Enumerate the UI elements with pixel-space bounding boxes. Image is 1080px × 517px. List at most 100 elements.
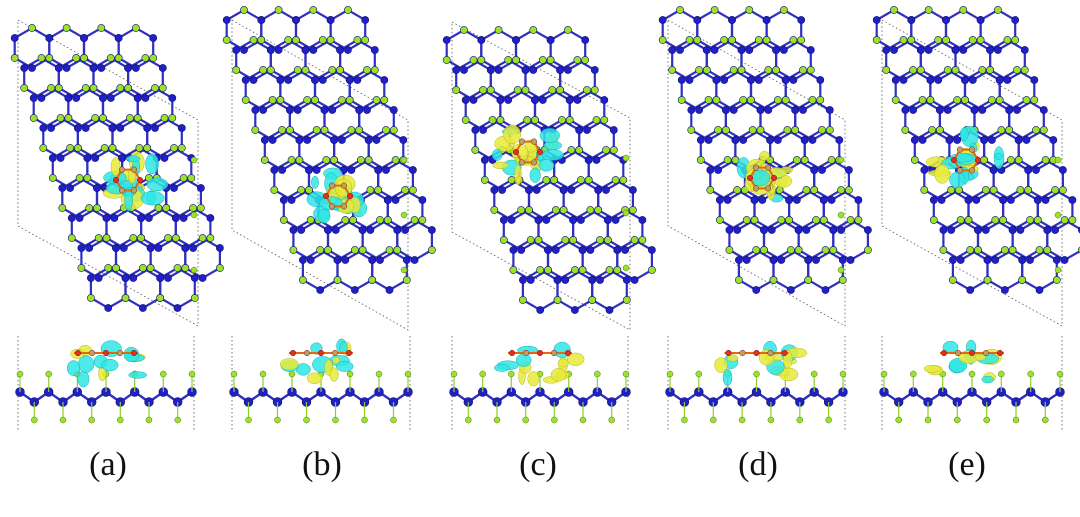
substrate-atom	[45, 34, 54, 42]
substrate-atom	[80, 34, 88, 42]
dopant-atom	[1008, 246, 1017, 254]
substrate-atom	[600, 96, 609, 104]
hexagon-ring	[803, 128, 841, 172]
dopant-atom	[1051, 186, 1059, 194]
substrate-atom	[720, 76, 729, 84]
hexagon-ring	[832, 218, 870, 262]
substrate-atom	[118, 154, 126, 162]
hexagon-ring	[562, 178, 600, 222]
dopant-atom	[710, 6, 719, 14]
substrate-atom	[131, 64, 140, 72]
oxygen-atom	[74, 349, 82, 357]
substrate-atom	[526, 276, 535, 284]
charge-accumulation-lobe	[566, 352, 585, 366]
substrate-atom	[121, 274, 130, 282]
dopant-atom	[1027, 370, 1034, 378]
dopant-atom	[370, 66, 379, 74]
dopant-atom	[920, 186, 929, 194]
substrate-atom	[452, 66, 461, 74]
substrate-atom	[160, 154, 169, 162]
substrate-atom	[75, 214, 84, 222]
adsorbed-molecule	[322, 182, 354, 210]
substrate-atom	[605, 306, 614, 314]
substrate-atom	[758, 196, 767, 204]
dopant-atom	[687, 126, 696, 134]
substrate-atom	[687, 106, 696, 114]
dopant-atom	[177, 144, 186, 152]
dopant-atom	[102, 234, 111, 242]
substrate-atom	[292, 16, 300, 24]
dopant-atom	[609, 146, 618, 154]
dopant-atom	[791, 126, 800, 134]
dopant-atom	[666, 370, 674, 378]
dopant-atom	[619, 176, 628, 184]
substrate-atom	[1014, 136, 1023, 144]
substrate-atom	[774, 136, 782, 144]
dopant-atom	[149, 54, 158, 62]
oxygen-atom	[112, 176, 120, 184]
dopant-atom	[1054, 211, 1062, 219]
hexagon-ring	[42, 116, 80, 160]
dopant-atom	[578, 266, 587, 274]
dopant-atom	[135, 144, 144, 152]
hexagon-ring	[146, 116, 183, 160]
substrate-atom	[983, 256, 992, 264]
dopant-atom	[918, 96, 927, 104]
dopant-atom	[966, 246, 975, 254]
charge-depletion-lobe	[335, 361, 354, 372]
dopant-atom	[190, 266, 198, 274]
hexagon-ring	[527, 178, 565, 222]
dopant-atom	[158, 84, 167, 92]
hexagon-ring	[942, 218, 980, 262]
charge-accumulation-lobe	[759, 151, 770, 161]
dopant-atom	[100, 144, 109, 152]
substrate-atom	[337, 136, 346, 144]
substrate-atom	[504, 96, 513, 104]
substrate-atom	[376, 256, 384, 264]
substrate-atom	[312, 166, 321, 174]
dopant-atom	[546, 56, 555, 64]
dopant-atom	[522, 416, 529, 424]
substrate-atom	[989, 166, 998, 174]
substrate-atom	[442, 36, 451, 44]
charge-depletion-lobe	[77, 370, 90, 388]
dopant-atom	[106, 54, 115, 62]
hexagon-ring	[765, 8, 803, 52]
hexagon-ring	[480, 28, 518, 72]
substrate-atom	[177, 124, 186, 132]
dopant-atom	[1054, 156, 1062, 164]
substrate-atom	[630, 276, 639, 284]
dopant-atom	[676, 6, 684, 14]
dopant-atom	[358, 246, 367, 254]
dopant-atom	[583, 86, 591, 94]
dopant-atom	[332, 416, 339, 424]
dopant-atom	[380, 96, 389, 104]
hexagon-ring	[61, 176, 99, 220]
dopant-atom	[668, 66, 677, 74]
hexagon-ring	[48, 26, 86, 70]
dopant-atom	[1007, 156, 1015, 164]
dopant-atom	[151, 84, 159, 92]
dopant-atom	[47, 84, 55, 92]
hexagon-ring	[101, 86, 139, 130]
substrate-atom	[268, 136, 277, 144]
substrate-atom	[722, 106, 730, 114]
dopant-atom	[117, 416, 124, 424]
substrate-atom	[845, 166, 853, 174]
dopant-atom	[257, 36, 266, 44]
substrate-atom	[1020, 46, 1029, 54]
dopant-atom	[260, 156, 269, 164]
dopant-atom	[278, 126, 286, 134]
dopant-atom	[326, 36, 335, 44]
dopant-atom	[550, 176, 558, 184]
substrate-atom	[278, 166, 286, 174]
dopant-atom	[1024, 186, 1033, 194]
dopant-atom	[949, 276, 957, 284]
substrate-atom	[345, 76, 354, 84]
dopant-atom	[622, 264, 630, 272]
panel-label-c: (c)	[519, 446, 557, 483]
substrate-atom	[358, 226, 367, 234]
dopant-atom	[190, 211, 198, 219]
dopant-atom	[519, 296, 527, 304]
panel-a	[10, 19, 224, 432]
